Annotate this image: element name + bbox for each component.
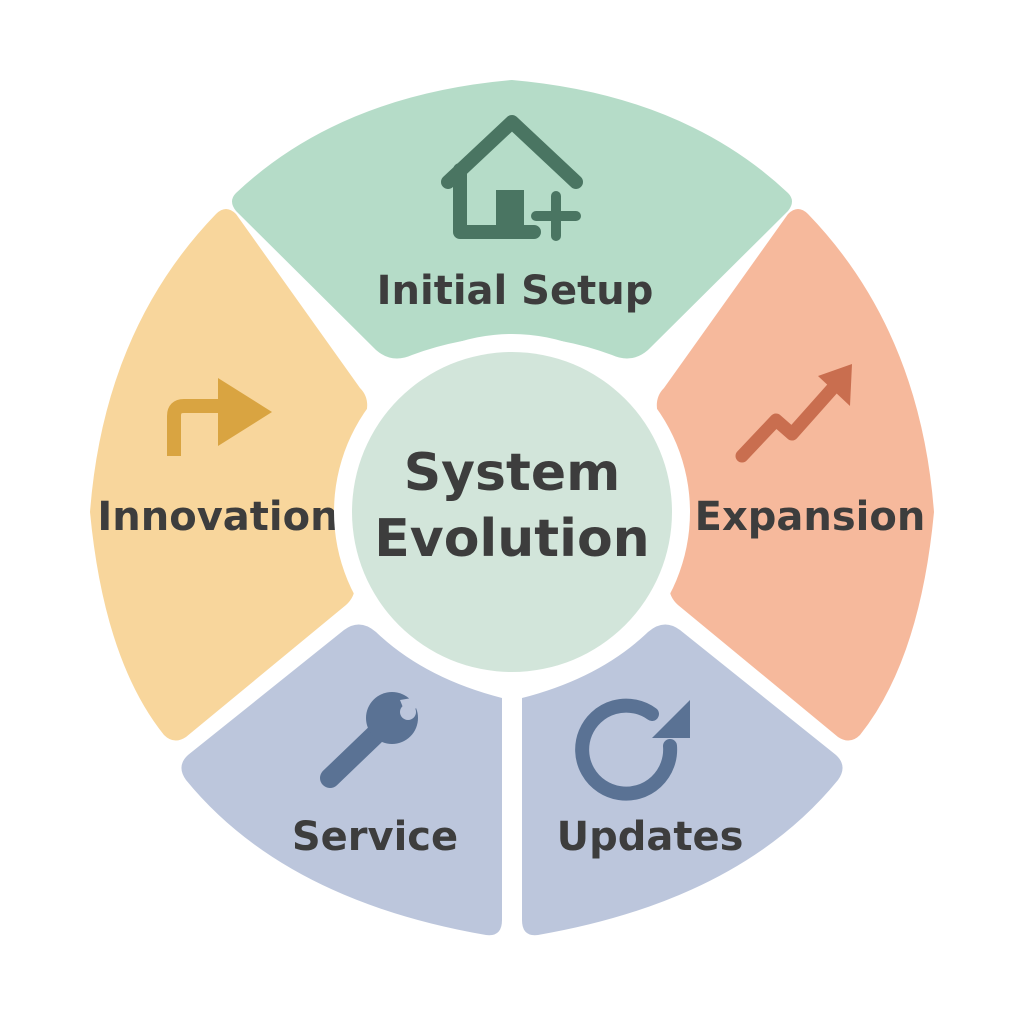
segment-updates-shape — [522, 624, 843, 936]
house-plus-icon — [441, 115, 583, 241]
center-title-line1: System — [404, 443, 621, 503]
segment-expansion: Expansion — [656, 209, 934, 741]
segment-updates: Updates — [522, 624, 843, 936]
forward-arrow-icon — [167, 378, 272, 456]
segment-expansion-shape — [656, 209, 934, 741]
segment-innovation-shape — [90, 209, 368, 741]
refresh-icon — [575, 698, 690, 801]
trend-up-arrow-icon — [735, 364, 852, 463]
segment-label-updates: Updates — [557, 814, 744, 860]
segment-label-service: Service — [292, 814, 458, 860]
segment-service: Service — [181, 624, 503, 936]
segment-innovation: Innovation — [90, 209, 368, 741]
wrench-icon — [320, 692, 424, 788]
segment-label-expansion: Expansion — [695, 494, 926, 540]
center-title-line2: Evolution — [374, 509, 649, 569]
center-hub — [352, 352, 672, 672]
segment-label-innovation: Innovation — [97, 494, 338, 540]
segment-initial-setup: Initial Setup — [232, 80, 792, 359]
segment-label-initial-setup: Initial Setup — [377, 268, 654, 314]
